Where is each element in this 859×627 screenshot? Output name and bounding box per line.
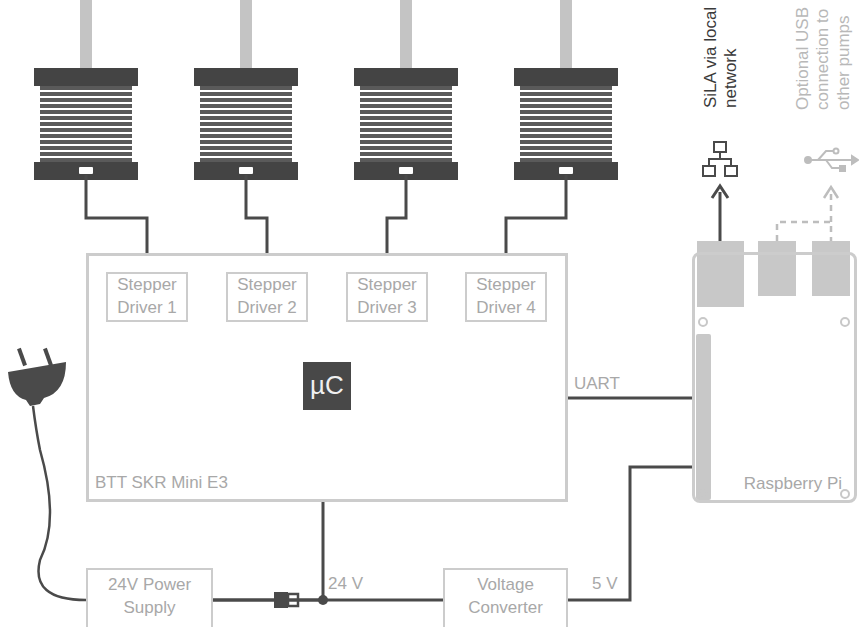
motor-shaft — [80, 0, 92, 68]
motor-cap — [194, 68, 298, 86]
motor-cap — [514, 68, 618, 86]
motor-shaft — [560, 0, 572, 68]
usb-dashed-link — [777, 222, 831, 241]
converter-box: Voltage Converter — [443, 568, 568, 627]
network-label: SiLA via local network — [701, 3, 742, 108]
driver-box: Stepper Driver 4 — [465, 272, 547, 322]
motor-coil — [360, 86, 452, 162]
node-label: Stepper Driver 2 — [232, 274, 302, 320]
motor-plug — [78, 166, 94, 175]
wire — [568, 467, 692, 600]
wire — [568, 398, 692, 399]
motor-cap — [34, 68, 138, 86]
node-label: Stepper Driver 1 — [112, 274, 182, 320]
stepper-motors — [34, 0, 618, 272]
node-label: BTT SKR Mini E3 — [95, 472, 228, 495]
driver-box: Stepper Driver 3 — [346, 272, 428, 322]
ethernet-port — [697, 241, 744, 307]
motor-plug — [238, 166, 254, 175]
signal-label: UART — [572, 375, 622, 394]
mount-hole — [841, 318, 849, 326]
usb-port — [758, 241, 796, 296]
node-label: 24V Power Supply — [92, 574, 207, 620]
wire — [213, 502, 323, 600]
chip-pins — [297, 356, 357, 416]
mount-hole — [841, 490, 849, 498]
arrow-head — [712, 186, 728, 198]
node-label: µC — [310, 368, 344, 403]
mount-hole — [699, 490, 707, 498]
microcontroller-chip: µC — [303, 362, 351, 410]
motor-coil — [200, 86, 292, 162]
usb-icon — [805, 149, 858, 172]
node-label: Stepper Driver 4 — [471, 274, 541, 320]
node-label: Voltage Converter — [449, 574, 562, 620]
motor-coil — [520, 86, 612, 162]
arrow-head — [824, 187, 838, 198]
usb-arrow — [830, 192, 833, 222]
motor-cap — [354, 68, 458, 86]
motor-plug — [398, 166, 414, 175]
usb-label: Optional USB connection to other pumps — [793, 2, 854, 110]
signal-label: 5 V — [590, 575, 620, 594]
driver-box: Stepper Driver 2 — [226, 272, 308, 322]
node-label: Raspberry Pi — [744, 473, 842, 496]
network-icon — [703, 142, 737, 176]
gpio-header — [696, 334, 711, 500]
driver-box: Stepper Driver 1 — [106, 272, 188, 322]
power-supply-box: 24V Power Supply — [86, 568, 213, 627]
node-label: Stepper Driver 3 — [352, 274, 422, 320]
raspberry-pi-board: Raspberry Pi — [692, 252, 857, 503]
mount-hole — [699, 318, 707, 326]
network-arrow — [719, 192, 722, 241]
mains-plug — [8, 348, 86, 600]
motor-coil — [40, 86, 132, 162]
usb-port — [812, 241, 850, 296]
motor-shaft — [400, 0, 412, 68]
motor-plug — [558, 166, 574, 175]
signal-label: 24 V — [326, 575, 365, 594]
motor-shaft — [240, 0, 252, 68]
wire — [213, 600, 443, 601]
controller-board: BTT SKR Mini E3 Stepper Driver 1 Stepper D… — [86, 253, 568, 502]
